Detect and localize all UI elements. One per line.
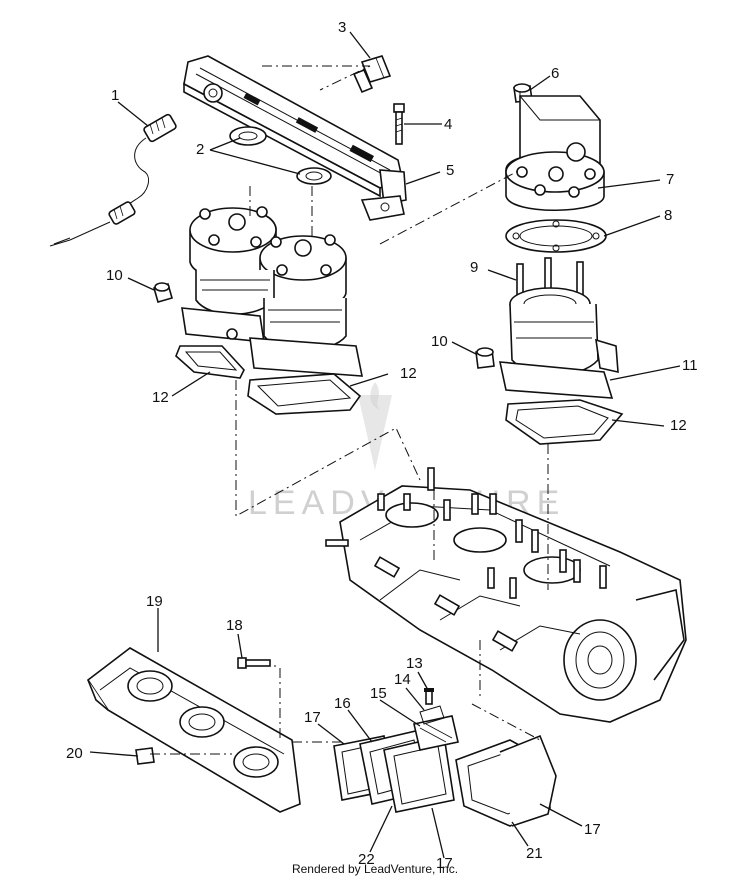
alignment-lines bbox=[150, 65, 549, 755]
part-17-gasket-right bbox=[499, 734, 557, 827]
callout-12-left: 12 bbox=[152, 389, 169, 406]
callout-17-left: 17 bbox=[304, 709, 321, 726]
footer-credit: Rendered by LeadVenture, Inc. bbox=[291, 862, 459, 876]
callout-20: 20 bbox=[66, 745, 83, 762]
callout-22: 22 bbox=[358, 851, 375, 868]
part-4-bolt bbox=[393, 103, 405, 145]
callout-labels: 1 2 3 4 5 6 7 8 9 10 10 11 12 12 12 13 1… bbox=[66, 19, 698, 872]
callout-19: 19 bbox=[146, 593, 163, 610]
callout-17-right: 17 bbox=[584, 821, 601, 838]
part-14-stop-plate bbox=[419, 705, 445, 725]
callout-10-right: 10 bbox=[431, 333, 448, 350]
part-15-reed-petals bbox=[413, 715, 459, 751]
callout-12-middle: 12 bbox=[400, 365, 417, 382]
part-10-nut-left bbox=[153, 282, 173, 303]
leader-lines bbox=[89, 31, 681, 859]
part-20-nut bbox=[135, 747, 155, 765]
callout-2: 2 bbox=[196, 141, 204, 158]
part-8-head-gasket bbox=[505, 219, 607, 253]
callout-1: 1 bbox=[111, 87, 119, 104]
callout-11: 11 bbox=[682, 357, 698, 374]
callout-9: 9 bbox=[470, 259, 478, 276]
part-7-cylinder-head bbox=[505, 95, 605, 212]
callout-7: 7 bbox=[666, 171, 674, 188]
part-12-base-gasket-right bbox=[505, 399, 624, 445]
part-19-intake-manifold bbox=[86, 647, 301, 813]
callout-6: 6 bbox=[551, 65, 559, 82]
callout-10-left: 10 bbox=[106, 267, 123, 284]
part-5-rail-housing bbox=[183, 55, 407, 221]
left-cylinder-assembly bbox=[181, 206, 363, 377]
callout-12-right: 12 bbox=[670, 417, 687, 434]
part-1-temperature-sensor bbox=[49, 113, 177, 247]
callout-14: 14 bbox=[394, 671, 411, 688]
part-3-fitting bbox=[352, 55, 392, 94]
callout-18: 18 bbox=[226, 617, 243, 634]
callout-3: 3 bbox=[338, 19, 346, 36]
callout-16: 16 bbox=[334, 695, 351, 712]
part-10-nut-right bbox=[475, 347, 495, 369]
callout-4: 4 bbox=[444, 116, 452, 133]
part-11-cylinder bbox=[498, 287, 619, 399]
part-13-screw bbox=[424, 688, 434, 705]
callout-13: 13 bbox=[406, 655, 423, 672]
callout-15: 15 bbox=[370, 685, 387, 702]
callout-17-bottom: 17 bbox=[436, 855, 453, 872]
part-2-gaskets bbox=[229, 126, 332, 185]
callout-21: 21 bbox=[526, 845, 543, 862]
crankcase bbox=[325, 467, 687, 723]
callout-5: 5 bbox=[446, 162, 454, 179]
part-12-base-gaskets-left bbox=[175, 345, 362, 415]
callout-8: 8 bbox=[664, 207, 672, 224]
